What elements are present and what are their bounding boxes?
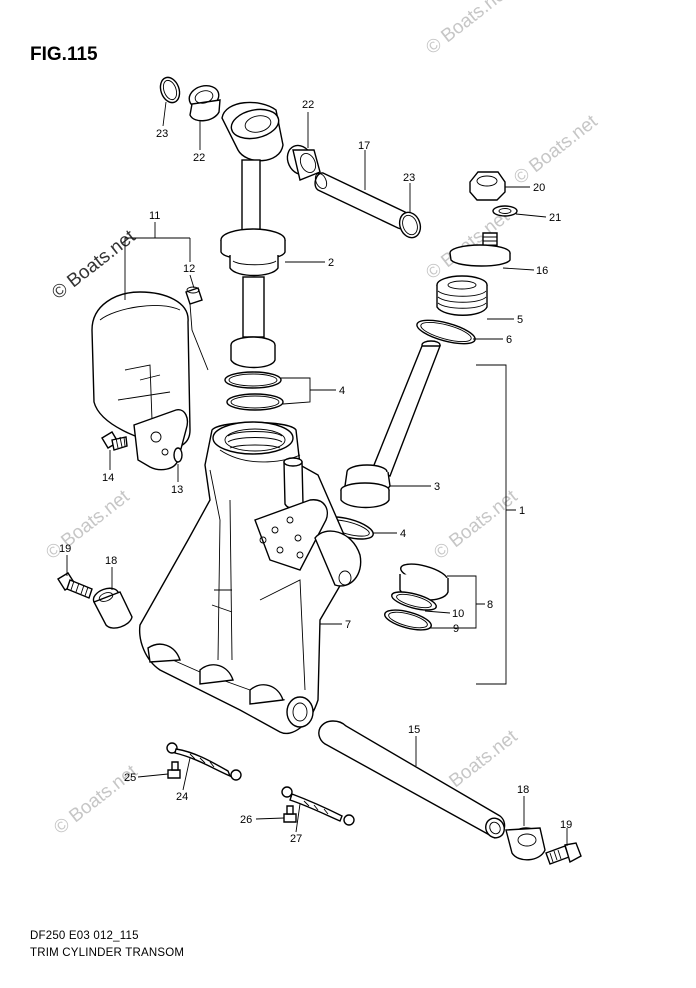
leader-lines bbox=[66, 101, 568, 846]
callout-number: 21 bbox=[549, 212, 561, 224]
watermark: © Boats.net bbox=[510, 111, 602, 189]
callout-number: 10 bbox=[452, 608, 464, 620]
callout-number: 2 bbox=[328, 257, 334, 269]
callout-number: 24 bbox=[176, 791, 188, 803]
part-wire-24 bbox=[166, 742, 242, 781]
callout-number: 18 bbox=[517, 784, 529, 796]
part-trim-rod-2 bbox=[220, 101, 286, 369]
diagram-code: DF250 E03 012_115 bbox=[30, 930, 139, 942]
watermark: © Boats.net bbox=[42, 486, 134, 564]
part-piston-rod-3 bbox=[340, 340, 442, 509]
part-o-ring-6 bbox=[416, 319, 476, 345]
part-nut-12 bbox=[185, 286, 209, 371]
callout-number: 11 bbox=[149, 210, 160, 222]
callout-number: 12 bbox=[183, 263, 195, 275]
diagram-caption: TRIM CYLINDER TRANSOM bbox=[30, 947, 185, 959]
part-bracket-7 bbox=[138, 421, 362, 735]
part-screw-26 bbox=[283, 805, 297, 823]
part-snap-ring-23-right bbox=[398, 211, 422, 239]
callout-number: 25 bbox=[124, 772, 136, 784]
callout-number: 19 bbox=[59, 543, 71, 555]
callout-number: 22 bbox=[193, 152, 205, 164]
part-bolt-19-right bbox=[545, 842, 582, 865]
figure-title: FIG.115 bbox=[30, 44, 98, 65]
callout-number: 3 bbox=[434, 481, 440, 493]
callout-number: 17 bbox=[358, 140, 370, 152]
part-screw-25 bbox=[167, 761, 181, 779]
callout-number: 9 bbox=[453, 623, 459, 635]
part-bushing-22-right bbox=[286, 144, 321, 181]
callout-number: 22 bbox=[302, 99, 314, 111]
callout-number: 8 bbox=[487, 599, 493, 611]
watermark: © Boats.net bbox=[422, 206, 514, 284]
part-snap-ring-23-top bbox=[159, 76, 181, 104]
part-bolt-14 bbox=[101, 431, 128, 451]
part-washer-13 bbox=[173, 447, 183, 463]
callout-number: 26 bbox=[240, 814, 252, 826]
callout-number: 6 bbox=[506, 334, 512, 346]
part-wire-27 bbox=[281, 786, 355, 826]
part-bushing-22-left bbox=[188, 84, 221, 122]
part-bushing-18-right bbox=[505, 827, 546, 861]
watermark: © Boats.net bbox=[430, 486, 522, 564]
callout-number: 19 bbox=[560, 819, 572, 831]
part-bushing-18-left bbox=[92, 587, 133, 629]
callout-number: 15 bbox=[408, 724, 420, 736]
callout-number: 7 bbox=[345, 619, 351, 631]
callout-number: 23 bbox=[156, 128, 168, 140]
part-shaft-15 bbox=[318, 720, 506, 839]
watermark: © Boats.net bbox=[48, 226, 140, 304]
part-cap-16 bbox=[449, 232, 511, 267]
part-nut-20 bbox=[469, 171, 506, 201]
callout-number: 14 bbox=[102, 472, 114, 484]
callout-number: 1 bbox=[519, 505, 525, 517]
callout-number: 4 bbox=[339, 385, 345, 397]
part-bolt-19-left bbox=[57, 572, 93, 599]
watermark: © Boats.net bbox=[422, 0, 514, 59]
callout-number: 18 bbox=[105, 555, 117, 567]
callout-number: 20 bbox=[533, 182, 545, 194]
callout-number: 23 bbox=[403, 172, 415, 184]
part-pin-17 bbox=[314, 172, 411, 230]
callout-number: 4 bbox=[400, 528, 406, 540]
callout-number: 13 bbox=[171, 484, 183, 496]
part-washer-21 bbox=[492, 205, 518, 217]
part-threaded-plug-5 bbox=[436, 275, 488, 316]
callout-number: 5 bbox=[517, 314, 523, 326]
part-o-rings-4-upper bbox=[224, 371, 284, 411]
callout-number: 16 bbox=[536, 265, 548, 277]
callout-number: 27 bbox=[290, 833, 302, 845]
part-seal-stack-8 bbox=[384, 563, 449, 631]
callout-labels: 23 22 22 17 23 20 21 11 12 2 16 5 6 4 14… bbox=[59, 99, 572, 845]
